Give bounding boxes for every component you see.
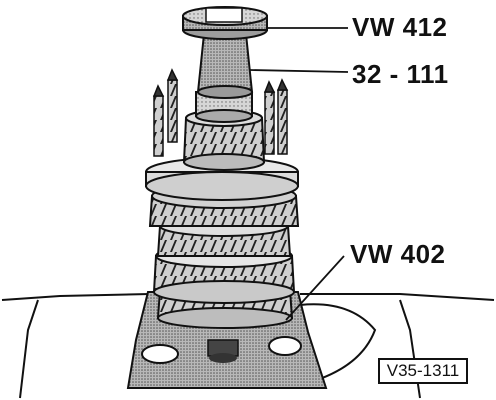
leader-vw402 <box>285 255 345 321</box>
helical-gear-and-bearing <box>182 91 266 171</box>
gear-stack <box>145 157 300 329</box>
callout-press-piece-32-111: 32 - 111 <box>352 59 449 89</box>
callout-vw402: VW 402 <box>350 239 446 269</box>
vw412-thrust-piece <box>182 6 268 40</box>
press-piece-32-111 <box>196 33 254 99</box>
tie-bolts <box>152 68 289 157</box>
callout-vw412: VW 412 <box>352 12 448 42</box>
workbench <box>1 293 495 399</box>
leader-lines <box>249 27 349 321</box>
leader-32-111 <box>249 69 349 73</box>
figure-id-text: V35-1311 <box>386 361 460 380</box>
figure-id-box: V35-1311 <box>378 358 468 384</box>
